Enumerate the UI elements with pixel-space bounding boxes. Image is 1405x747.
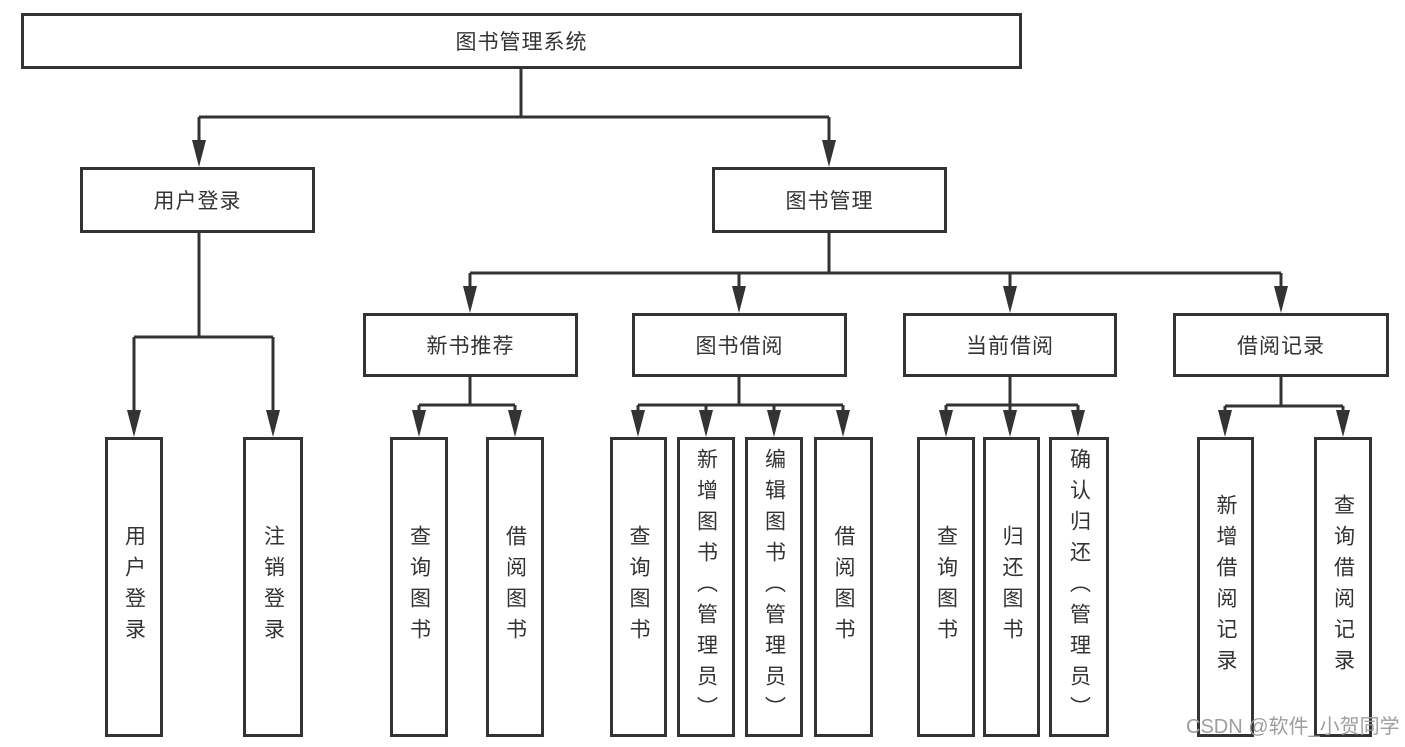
leaf-borrow-book-borrow-label: 借阅图书: [832, 525, 855, 649]
leaf-edit-book-admin-label: 编辑图书（管理员）: [762, 447, 786, 727]
node-borrow-records: 借阅记录: [1173, 313, 1389, 377]
node-user-login: 用户登录: [80, 167, 315, 233]
leaf-query-book-newrec: 查询图书: [390, 437, 448, 737]
leaf-confirm-return-admin: 确认归还（管理员）: [1049, 437, 1109, 737]
leaf-borrow-book-newrec-label: 借阅图书: [503, 525, 527, 649]
node-new-book-rec: 新书推荐: [363, 313, 578, 377]
leaf-query-book-borrow: 查询图书: [610, 437, 667, 737]
node-root: 图书管理系统: [21, 13, 1022, 69]
node-borrow-records-label: 借阅记录: [1237, 335, 1325, 358]
node-new-book-rec-label: 新书推荐: [426, 335, 515, 358]
leaf-query-book-borrow-label: 查询图书: [627, 525, 650, 649]
node-current-borrow: 当前借阅: [903, 313, 1117, 377]
leaf-add-book-admin: 新增图书（管理员）: [677, 437, 735, 737]
node-root-label: 图书管理系统: [455, 31, 588, 54]
leaf-query-borrow-record: 查询借阅记录: [1314, 437, 1372, 737]
leaf-query-book-current: 查询图书: [917, 437, 975, 737]
leaf-query-book-current-label: 查询图书: [934, 525, 958, 649]
leaf-return-book: 归还图书: [983, 437, 1040, 737]
leaf-query-borrow-record-label: 查询借阅记录: [1331, 494, 1355, 680]
leaf-user-login: 用户登录: [105, 437, 163, 737]
leaf-borrow-book-borrow: 借阅图书: [814, 437, 873, 737]
node-book-mgmt-label: 图书管理: [785, 190, 874, 213]
leaf-add-borrow-record-label: 新增借阅记录: [1214, 494, 1237, 680]
leaf-logout-login: 注销登录: [243, 437, 303, 737]
leaf-logout-login-label: 注销登录: [261, 525, 285, 649]
node-book-borrow: 图书借阅: [632, 313, 847, 377]
leaf-add-book-admin-label: 新增图书（管理员）: [694, 447, 718, 727]
leaf-return-book-label: 归还图书: [1000, 525, 1023, 649]
leaf-borrow-book-newrec: 借阅图书: [486, 437, 544, 737]
leaf-user-login-label: 用户登录: [122, 525, 146, 649]
watermark: CSDN @软件_小贺同学: [1186, 716, 1400, 738]
leaf-query-book-newrec-label: 查询图书: [407, 525, 431, 649]
node-user-login-label: 用户登录: [153, 190, 242, 213]
leaf-confirm-return-admin-label: 确认归还（管理员）: [1067, 447, 1091, 727]
node-current-borrow-label: 当前借阅: [966, 335, 1054, 358]
leaf-edit-book-admin: 编辑图书（管理员）: [745, 437, 803, 737]
node-book-borrow-label: 图书借阅: [695, 335, 784, 358]
leaf-add-borrow-record: 新增借阅记录: [1197, 437, 1254, 737]
node-book-mgmt: 图书管理: [712, 167, 947, 233]
